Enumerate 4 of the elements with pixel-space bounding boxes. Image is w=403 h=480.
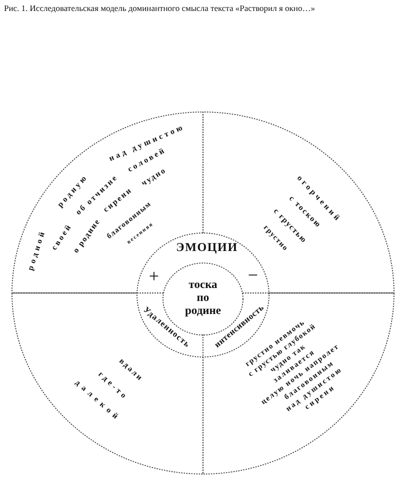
- minus-sign: −: [248, 266, 258, 284]
- ring-heading: ЭМОЦИИ: [176, 241, 238, 253]
- figure-title: Рис. 1. Исследовательская модель доминантного смысла текста «Растворил я окно…»: [4, 4, 315, 14]
- plus-sign: +: [148, 267, 160, 285]
